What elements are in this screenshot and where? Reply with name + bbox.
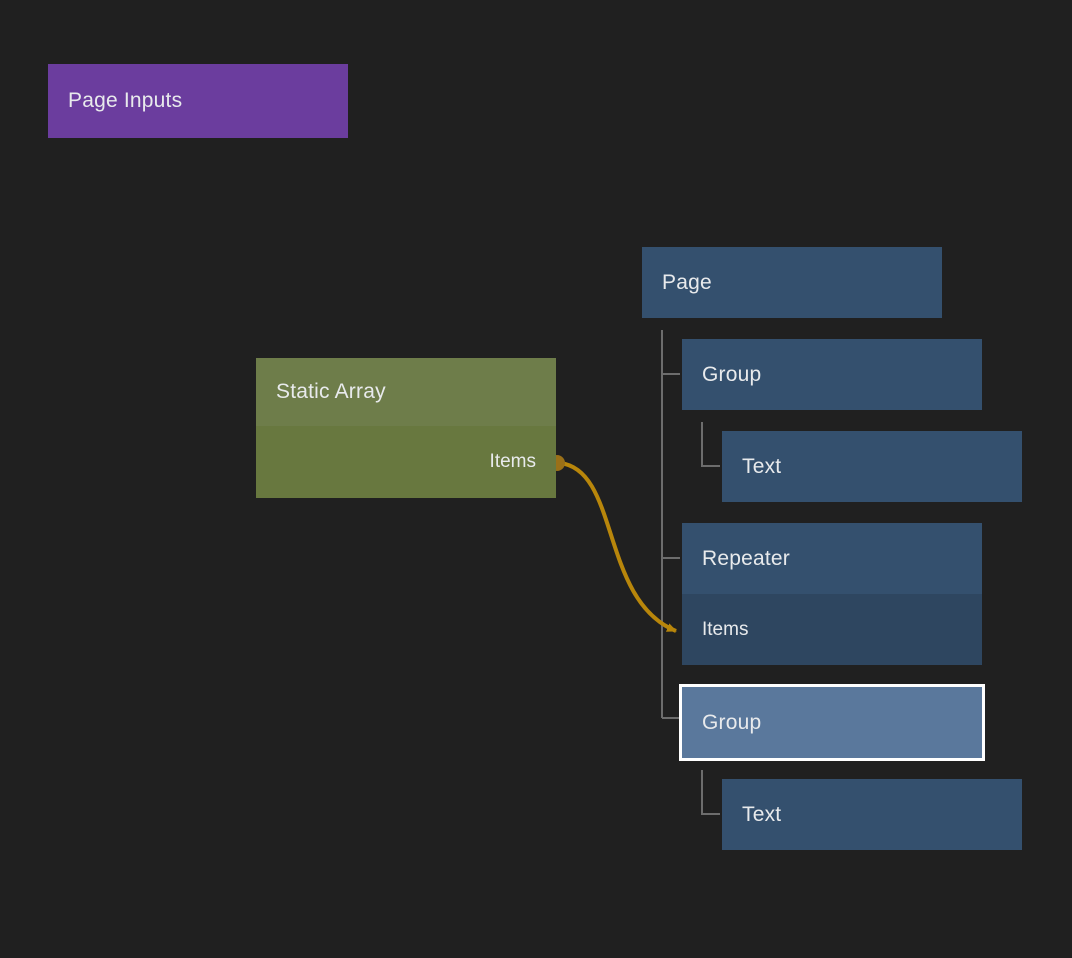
node-repeater[interactable]: Repeater Items	[682, 523, 982, 665]
wire-static-array-items-to-repeater-items	[559, 461, 677, 633]
node-repeater-title: Repeater	[682, 523, 982, 594]
tree-line-group1-text1	[701, 422, 720, 467]
node-group-1-title: Group	[702, 362, 762, 386]
node-group-2-title: Group	[702, 710, 762, 734]
node-text-2-title: Text	[742, 802, 782, 826]
node-group-1[interactable]: Group	[682, 339, 982, 410]
port-label-static-array-items: Items	[489, 451, 536, 472]
selection-outline-group-2	[679, 684, 985, 761]
node-text-1-title: Text	[742, 454, 782, 478]
node-static-array[interactable]: Static Array Items	[256, 358, 556, 498]
port-label-repeater-items: Items	[702, 618, 749, 640]
node-page-inputs[interactable]: Page Inputs	[48, 64, 348, 138]
node-static-array-title: Static Array	[256, 358, 556, 426]
node-text-1[interactable]: Text	[722, 431, 1022, 502]
node-group-2[interactable]: Group	[682, 687, 982, 758]
node-page-inputs-title: Page Inputs	[68, 89, 183, 112]
node-page-title: Page	[662, 270, 712, 294]
node-text-2[interactable]: Text	[722, 779, 1022, 850]
node-page[interactable]: Page	[642, 247, 942, 318]
port-row-repeater-items[interactable]: Items	[682, 594, 982, 665]
port-row-static-array-items[interactable]: Items	[256, 426, 556, 498]
tree-line-group2-text2	[701, 770, 720, 815]
